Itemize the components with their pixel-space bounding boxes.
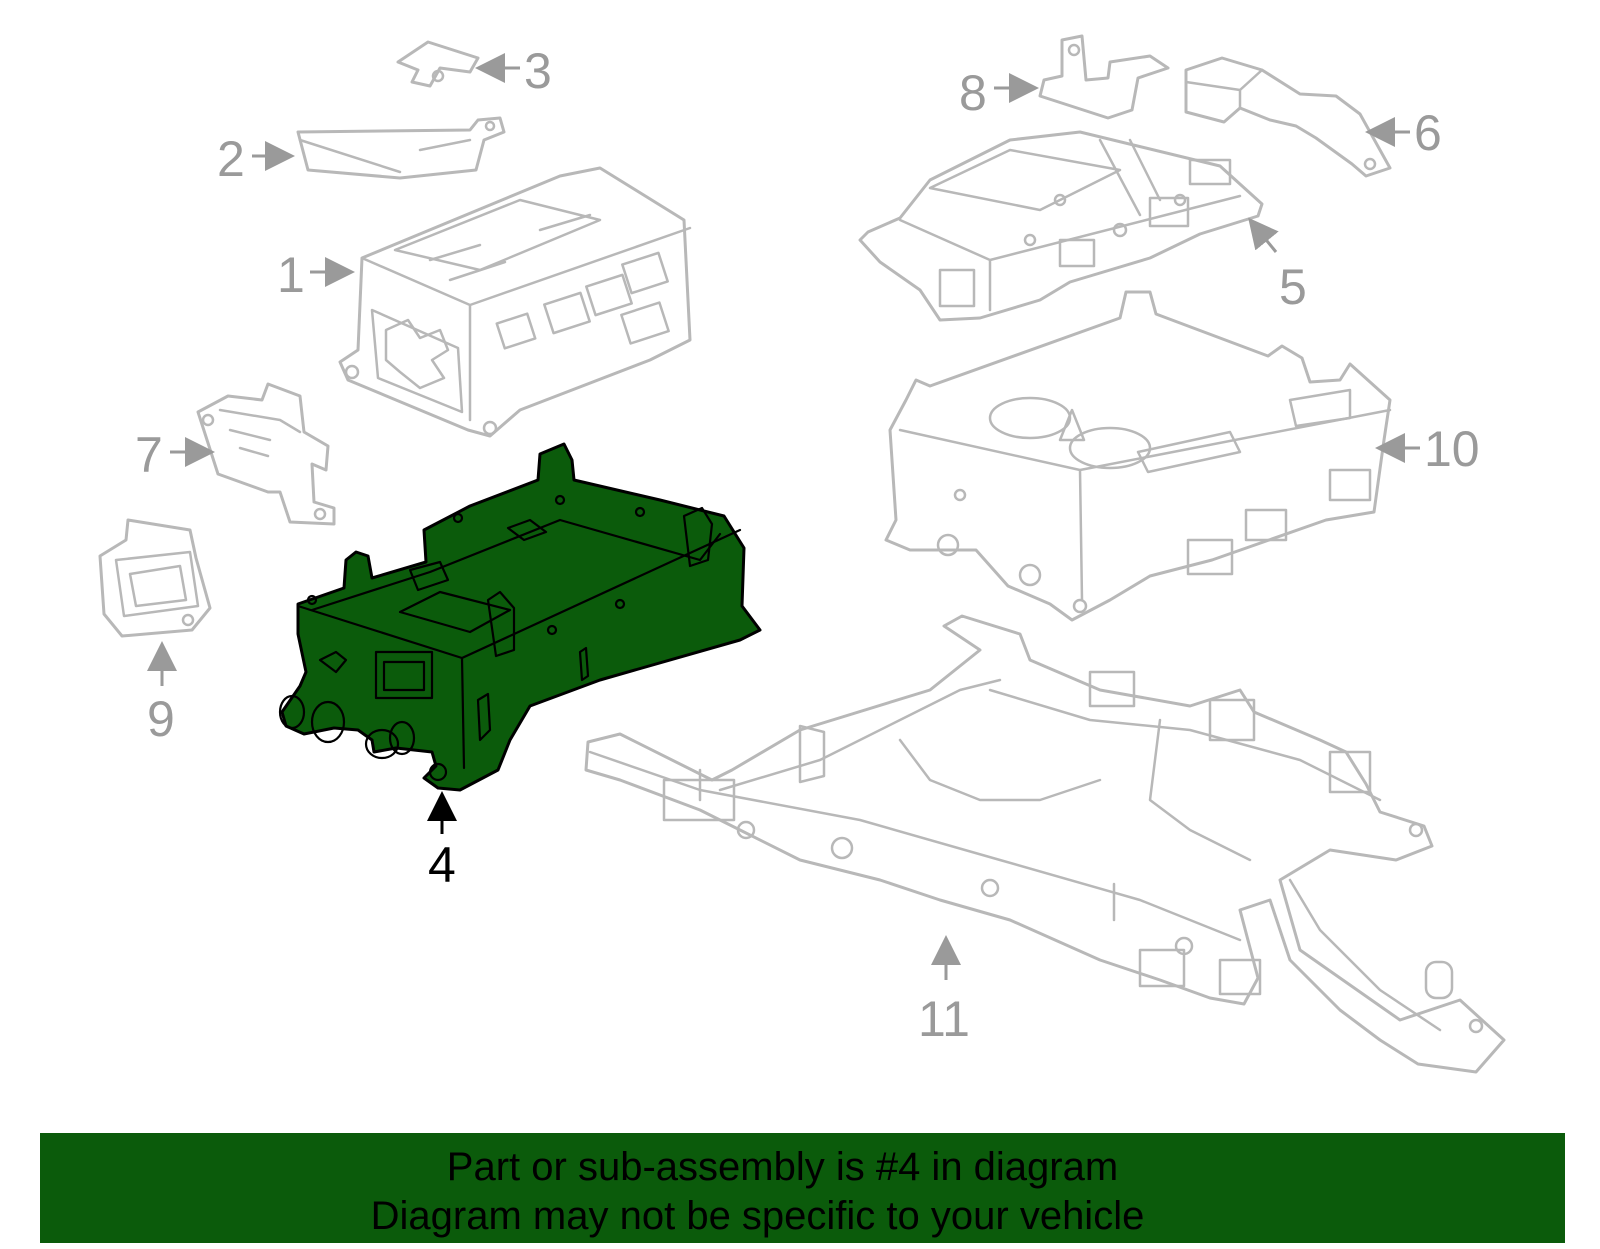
callout-label-4: 4 — [428, 837, 456, 893]
part-3-bracket[interactable] — [396, 40, 480, 88]
callout-5: 5 — [1248, 217, 1307, 315]
callout-7: 7 — [135, 427, 215, 483]
parts-diagram: 1 2 3 4 5 6 7 8 9 10 11 — [98, 34, 1506, 1074]
callout-9: 9 — [147, 641, 177, 747]
callout-label-5: 5 — [1279, 259, 1307, 315]
callout-8: 8 — [959, 65, 1039, 121]
callout-label-10: 10 — [1424, 421, 1480, 477]
part-10-housing[interactable] — [884, 290, 1392, 622]
part-7-bracket[interactable] — [196, 382, 336, 526]
banner-line-disclaimer: Diagram may not be specific to your vehi… — [370, 1194, 1145, 1238]
part-5-board[interactable] — [858, 130, 1264, 322]
callout-label-2: 2 — [217, 131, 245, 187]
callout-11: 11 — [918, 935, 970, 1047]
info-banner: Part or sub-assembly is #4 in diagram Di… — [40, 1133, 1565, 1243]
callout-6: 6 — [1365, 105, 1442, 161]
part-6-sensor[interactable] — [1184, 56, 1392, 178]
callout-2: 2 — [217, 131, 295, 187]
part-11-subframe[interactable] — [584, 614, 1506, 1074]
callout-label-3: 3 — [524, 43, 552, 99]
part-2-cover[interactable] — [296, 116, 506, 180]
callout-4: 4 — [427, 791, 457, 893]
callout-label-6: 6 — [1414, 105, 1442, 161]
callout-1: 1 — [277, 247, 355, 303]
callout-label-9: 9 — [147, 691, 175, 747]
callout-10: 10 — [1375, 421, 1480, 477]
callout-label-8: 8 — [959, 65, 987, 121]
banner-line-part: Part or sub-assembly is #4 in diagram — [446, 1145, 1119, 1189]
callout-label-11: 11 — [918, 991, 970, 1047]
part-1-inverter[interactable] — [338, 166, 692, 438]
callout-label-7: 7 — [135, 427, 163, 483]
part-4-highlighted-module[interactable] — [278, 442, 762, 792]
callout-3: 3 — [475, 43, 552, 99]
part-8-bracket[interactable] — [1038, 34, 1170, 120]
callout-label-1: 1 — [277, 247, 305, 303]
part-9-connector[interactable] — [98, 518, 212, 638]
